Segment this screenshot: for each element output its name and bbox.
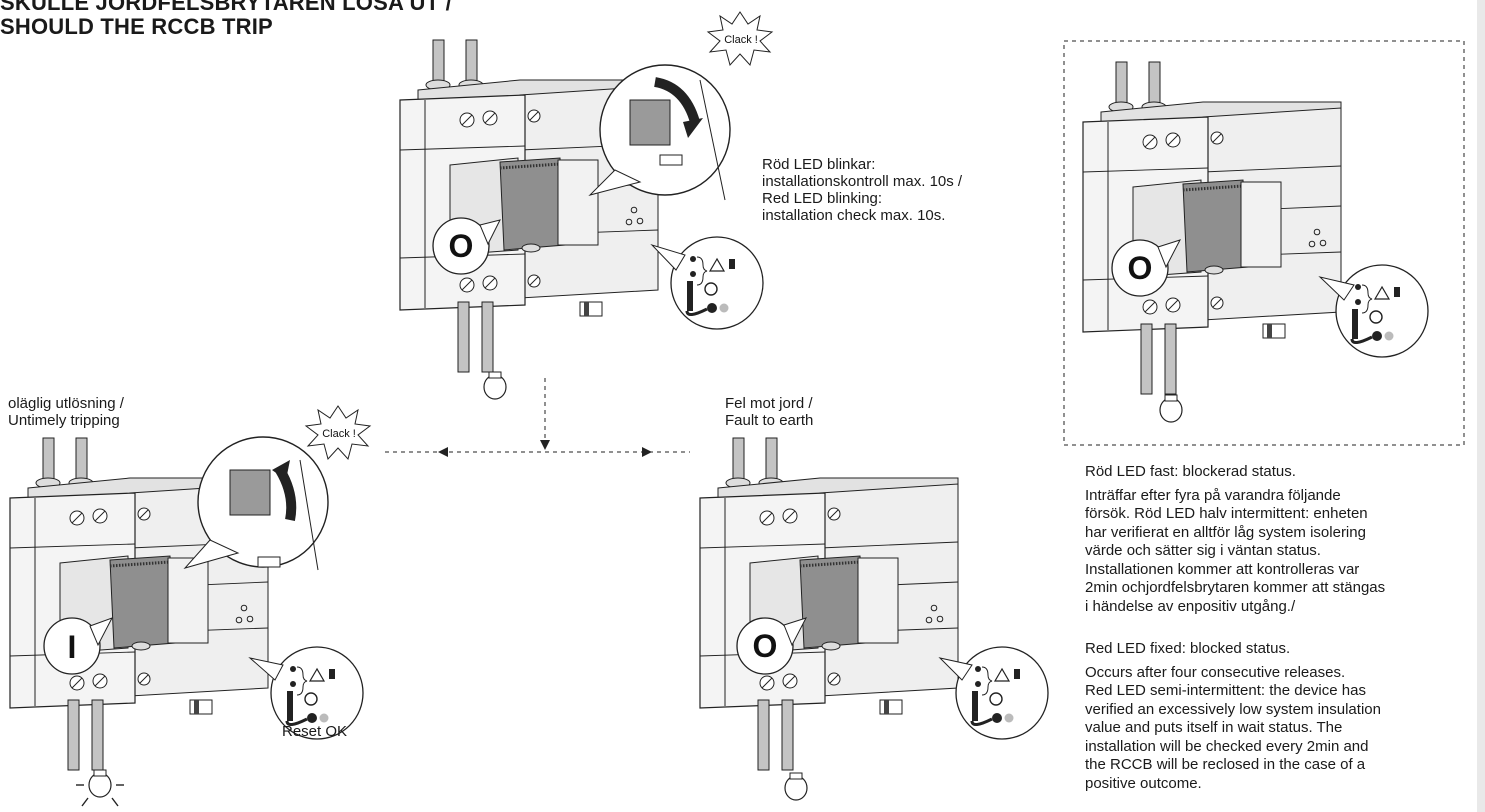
clack-label-2: Clack ! [322,428,356,440]
en-body: Occurs after four consecutive releases. … [1085,663,1381,792]
title-line-1: SKULLE JORDFELSBRYTAREN LÖSA UT / [0,0,452,15]
blocked-status-box [1063,40,1465,446]
right-edge-bar [1477,0,1485,812]
sv-title: Röd LED fast: blockerad status. [1085,463,1296,480]
handle-label-1: O [449,228,474,264]
untimely-tripping-label: oläglig utlösning / Untimely tripping [8,395,124,429]
red-led-blinking-text: Röd LED blinkar: installationskontroll m… [762,156,963,224]
handle-label-4: O [1128,250,1153,286]
handle-label-3: O [753,628,778,664]
reset-ok-label: Reset OK [282,723,348,740]
fault-to-earth-label: Fel mot jord / Fault to earth [725,395,814,429]
handle-label-2: I [68,629,77,665]
clack-label-1: Clack ! [724,34,758,46]
en-title: Red LED fixed: blocked status. [1085,640,1291,657]
title-line-2: SHOULD THE RCCB TRIP [0,14,273,39]
sv-body: Inträffar efter fyra på varandra följand… [1085,486,1386,615]
description-panel: Röd LED fast: blockerad status. Inträffa… [1085,463,1465,793]
page-title: SKULLE JORDFELSBRYTAREN LÖSA UT / SHOULD… [0,0,452,39]
